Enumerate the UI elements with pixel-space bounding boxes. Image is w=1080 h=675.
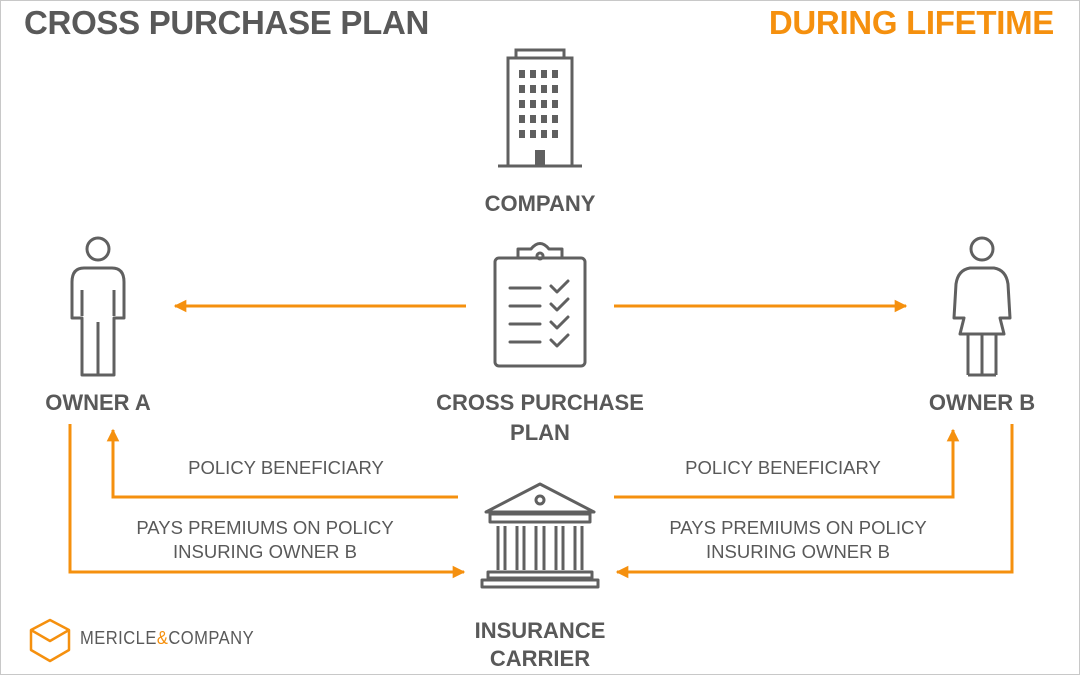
logo-name-part1: MERICLE <box>80 628 157 648</box>
stage-title: DURING LIFETIME <box>768 4 1054 41</box>
edge-label-premiums-right: PAYS PREMIUMS ON POLICY INSURING OWNER B <box>638 516 958 564</box>
node-label-plan-line2: PLAN <box>510 420 570 445</box>
node-label-plan: CROSS PURCHASE PLAN <box>400 388 680 448</box>
woman-icon <box>952 236 1012 377</box>
edge-label-premiums-left: PAYS PREMIUMS ON POLICY INSURING OWNER B <box>105 516 425 564</box>
edge-label-premiums-left-line2: INSURING OWNER B <box>173 541 357 562</box>
logo-ampersand: & <box>156 628 169 648</box>
node-label-company: COMPANY <box>484 191 596 216</box>
node-label-carrier-line1: INSURANCE <box>474 618 606 643</box>
edge-label-beneficiary-left: POLICY BENEFICIARY <box>188 457 384 478</box>
bank-building-icon <box>480 482 600 589</box>
edge-label-beneficiary-right: POLICY BENEFICIARY <box>685 457 881 478</box>
node-label-carrier: INSURANCE CARRIER <box>420 617 660 673</box>
diagram-title: CROSS PURCHASE PLAN <box>24 4 430 41</box>
arrow-carrier-beneficiary-owner-a <box>106 428 458 499</box>
node-label-plan-line1: CROSS PURCHASE <box>436 390 644 415</box>
node-label-carrier-line2: CARRIER <box>489 646 591 671</box>
edge-label-premiums-right-line2: INSURING OWNER B <box>706 541 890 562</box>
node-label-owner-b: OWNER B <box>928 390 1036 415</box>
logo-name-part2: COMPANY <box>168 628 255 648</box>
man-icon <box>70 236 126 377</box>
building-icon <box>498 48 582 168</box>
edge-label-premiums-right-line1: PAYS PREMIUMS ON POLICY <box>669 517 927 538</box>
edge-label-premiums-left-line1: PAYS PREMIUMS ON POLICY <box>136 517 394 538</box>
arrow-owner-a-pays-premiums <box>68 424 466 579</box>
clipboard-checklist-icon <box>493 242 587 368</box>
arrow-owner-b-pays-premiums <box>615 424 1014 579</box>
company-logo-text: MERICLE&COMPANY <box>80 628 254 649</box>
arrow-carrier-beneficiary-owner-b <box>614 428 960 499</box>
cube-logo-icon <box>29 618 71 663</box>
node-label-owner-a: OWNER A <box>45 390 151 415</box>
